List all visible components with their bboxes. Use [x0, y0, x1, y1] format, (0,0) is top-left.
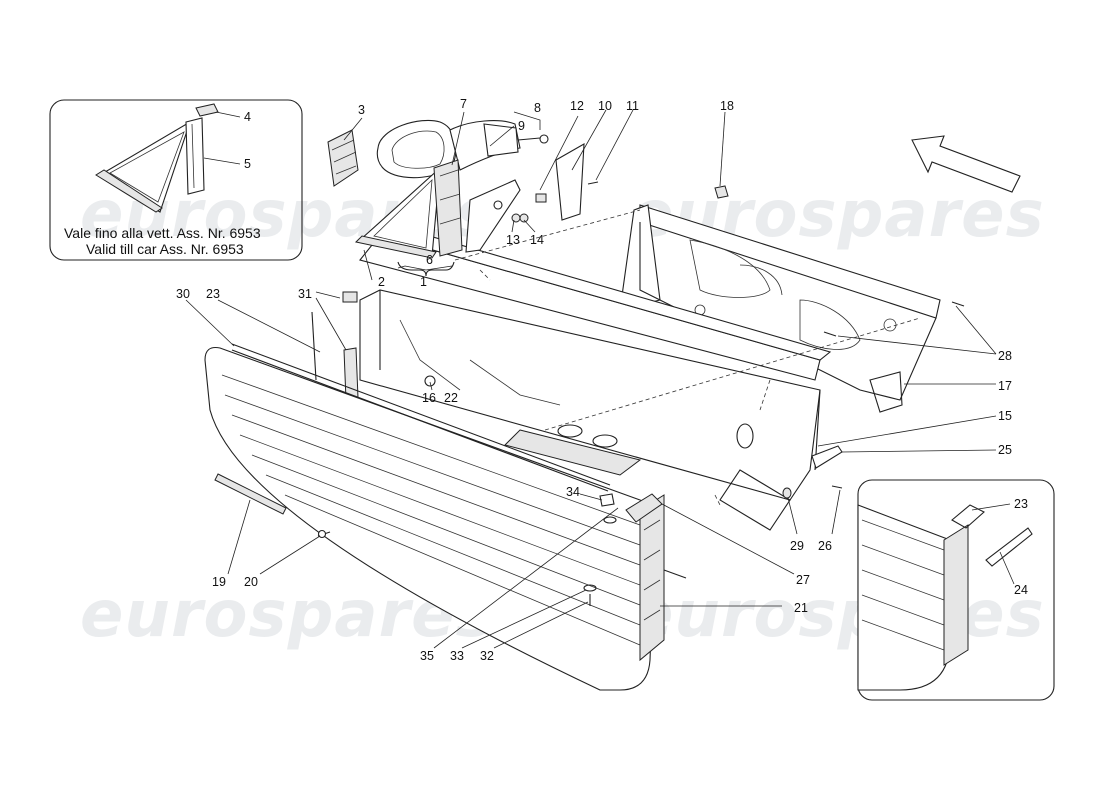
callout-22: 22 — [444, 391, 458, 405]
callout-19: 19 — [212, 575, 226, 589]
callout-33: 33 — [450, 649, 464, 663]
inset-bottom-right: 23 24 — [857, 479, 1055, 701]
callout-30: 30 — [176, 287, 190, 301]
inset-note-english: Valid till car Ass. Nr. 6953 — [86, 241, 244, 257]
callout-12: 12 — [570, 99, 584, 113]
callout-8: 8 — [534, 101, 541, 115]
callout-23: 23 — [206, 287, 220, 301]
callout-14: 14 — [530, 233, 544, 247]
callout-13: 13 — [506, 233, 520, 247]
callout-9: 9 — [518, 119, 525, 133]
callout-32: 32 — [480, 649, 494, 663]
rear-frame-panel — [619, 204, 941, 413]
callout-1: 1 — [420, 275, 427, 289]
watermark-bottom-right: eurospares — [630, 578, 1045, 652]
mirror-assembly — [327, 119, 599, 259]
callout-3: 3 — [358, 103, 365, 117]
front-grille — [204, 185, 965, 691]
callout-11: 11 — [626, 99, 639, 113]
callout-15: 15 — [998, 409, 1012, 423]
inset-callout-5: 5 — [244, 157, 251, 171]
callout-10: 10 — [598, 99, 612, 113]
callout-21: 21 — [794, 601, 808, 615]
watermark-top-right: eurospares — [630, 178, 1045, 252]
callout-35: 35 — [420, 649, 434, 663]
lower-box-panel — [359, 289, 821, 531]
inset-note-italian: Vale fino alla vett. Ass. Nr. 6953 — [64, 225, 261, 241]
direction-arrow-icon — [911, 135, 1021, 193]
inset-callout-23: 23 — [1014, 497, 1028, 511]
inset-top-left: 4 5 Vale fino alla vett. Ass. Nr. 6953 V… — [49, 99, 303, 261]
callout-18: 18 — [720, 99, 734, 113]
callout-29: 29 — [790, 539, 804, 553]
callout-16: 16 — [422, 391, 436, 405]
callout-17: 17 — [998, 379, 1012, 393]
callout-31: 31 — [298, 287, 312, 301]
callout-labels: 3 7 8 9 12 10 11 18 13 14 6 2 1 30 23 31… — [176, 97, 1012, 663]
callout-28: 28 — [998, 349, 1012, 363]
callout-26: 26 — [818, 539, 832, 553]
callout-7: 7 — [460, 97, 467, 111]
callout-leaders — [185, 109, 997, 649]
inset-callout-24: 24 — [1014, 583, 1028, 597]
callout-20: 20 — [244, 575, 258, 589]
inset-callout-4: 4 — [244, 110, 251, 124]
callout-34: 34 — [566, 485, 580, 499]
assembly-guide-lines — [454, 209, 921, 506]
callout-6: 6 — [426, 253, 433, 267]
callout-27: 27 — [796, 573, 810, 587]
callout-group-brace — [397, 261, 455, 277]
callout-25: 25 — [998, 443, 1012, 457]
callout-2: 2 — [378, 275, 385, 289]
